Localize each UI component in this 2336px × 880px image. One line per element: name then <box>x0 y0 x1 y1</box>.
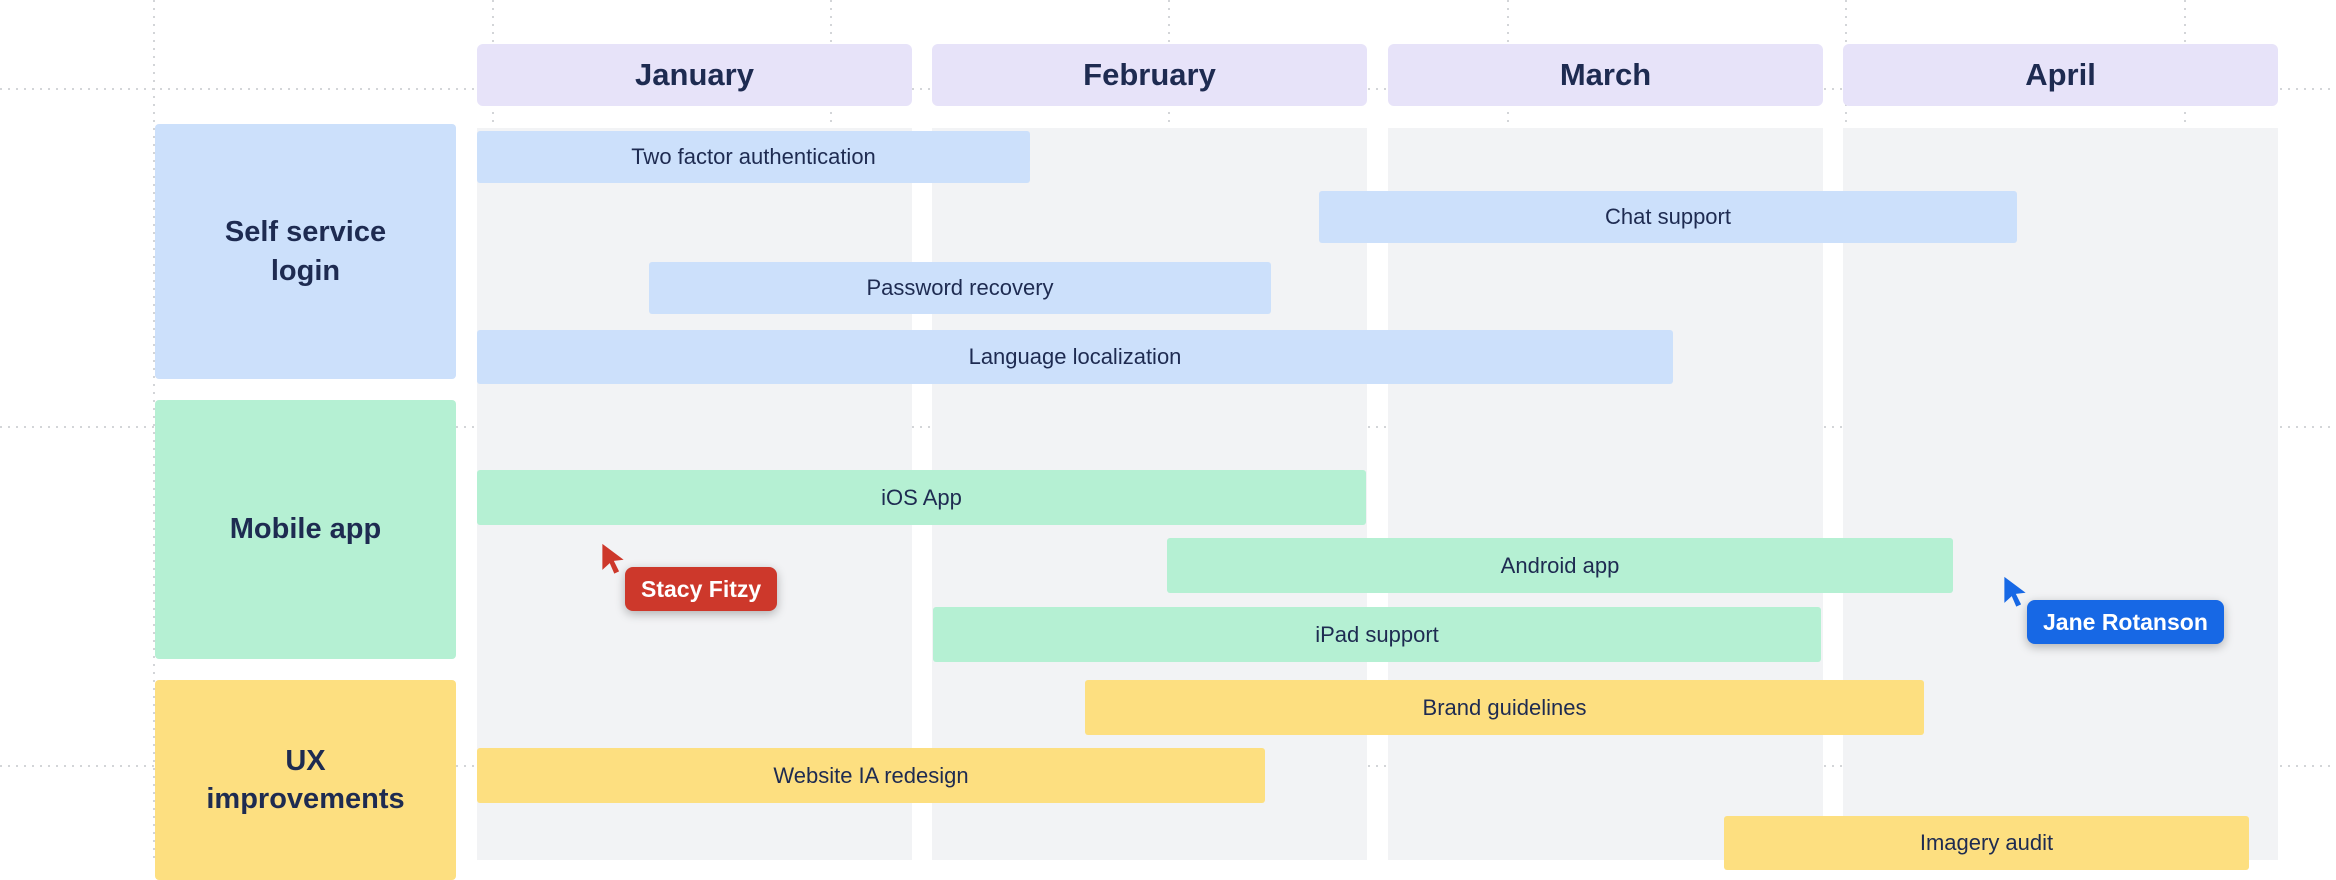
task-bar-imagery-audit[interactable]: Imagery audit <box>1724 816 2249 870</box>
category-box-mobile-app[interactable]: Mobile app <box>155 400 456 659</box>
task-bar-ipad-support[interactable]: iPad support <box>933 607 1821 662</box>
task-bar-website-ia-redesign[interactable]: Website IA redesign <box>477 748 1265 803</box>
task-bar-brand-guidelines[interactable]: Brand guidelines <box>1085 680 1924 735</box>
month-column-april <box>1843 128 2278 860</box>
month-header-april[interactable]: April <box>1843 44 2278 106</box>
month-header-january[interactable]: January <box>477 44 912 106</box>
month-column-march <box>1388 128 1823 860</box>
category-box-ux-improvements[interactable]: UX improvements <box>155 680 456 880</box>
collaborator-cursor-jane-rotanson <box>1998 574 2032 608</box>
task-bar-password-recovery[interactable]: Password recovery <box>649 262 1271 314</box>
task-bar-language-localization[interactable]: Language localization <box>477 330 1673 384</box>
cursor-name-label: Stacy Fitzy <box>625 567 778 611</box>
task-bar-chat-support[interactable]: Chat support <box>1319 191 2017 243</box>
category-box-self-service-login[interactable]: Self service login <box>155 124 456 379</box>
grid-line-vertical <box>153 0 155 860</box>
month-header-february[interactable]: February <box>932 44 1367 106</box>
month-header-march[interactable]: March <box>1388 44 1823 106</box>
cursor-arrow-icon <box>602 543 624 574</box>
task-bar-ios-app[interactable]: iOS App <box>477 470 1366 525</box>
collaborator-cursor-stacy-fitzy <box>596 541 630 575</box>
cursor-name-label: Jane Rotanson <box>2027 600 2224 644</box>
task-bar-android-app[interactable]: Android app <box>1167 538 1953 593</box>
task-bar-two-factor-authentication[interactable]: Two factor authentication <box>477 131 1030 183</box>
cursor-arrow-icon <box>2004 576 2026 607</box>
